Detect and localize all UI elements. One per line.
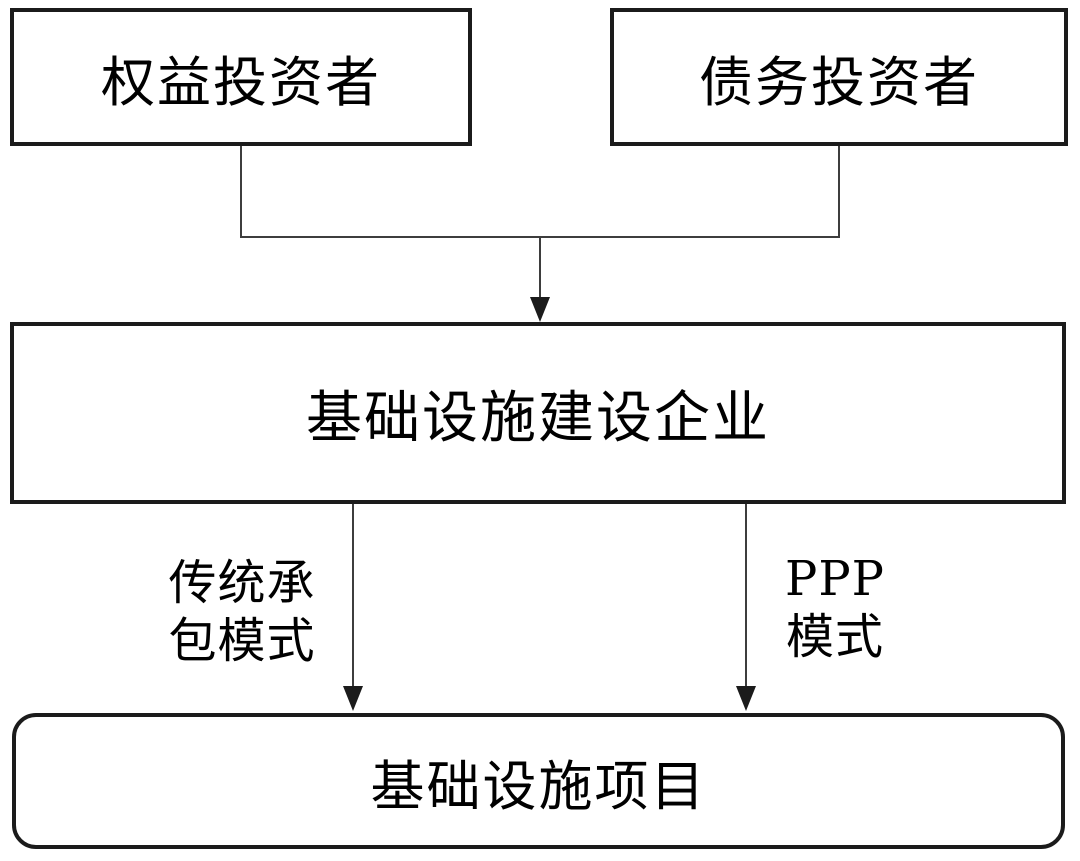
arrowhead-traditional bbox=[343, 686, 363, 711]
edge-label-ppp-line1: PPP bbox=[785, 551, 885, 607]
edge-label-traditional-contracting: 传统承 包模式 bbox=[142, 554, 342, 670]
node-construction-enterprise: 基础设施建设企业 bbox=[10, 322, 1066, 504]
node-equity-investors: 权益投资者 bbox=[10, 8, 472, 146]
node-equity-investors-label: 权益投资者 bbox=[101, 50, 381, 114]
node-debt-investors: 债务投资者 bbox=[610, 8, 1068, 146]
node-infrastructure-project-label: 基础设施项目 bbox=[370, 754, 707, 818]
node-debt-investors-label: 债务投资者 bbox=[699, 50, 979, 114]
arrowhead-ppp bbox=[736, 686, 756, 711]
edge-label-traditional-line2: 包模式 bbox=[168, 613, 316, 669]
edge-label-ppp: PPP 模式 bbox=[735, 550, 935, 666]
arrowhead-to-enterprise bbox=[530, 297, 550, 322]
node-construction-enterprise-label: 基础设施建设企业 bbox=[306, 385, 770, 451]
edge-label-ppp-line2: 模式 bbox=[785, 609, 884, 665]
edge-label-traditional-line1: 传统承 bbox=[168, 555, 316, 611]
node-infrastructure-project: 基础设施项目 bbox=[12, 713, 1065, 849]
